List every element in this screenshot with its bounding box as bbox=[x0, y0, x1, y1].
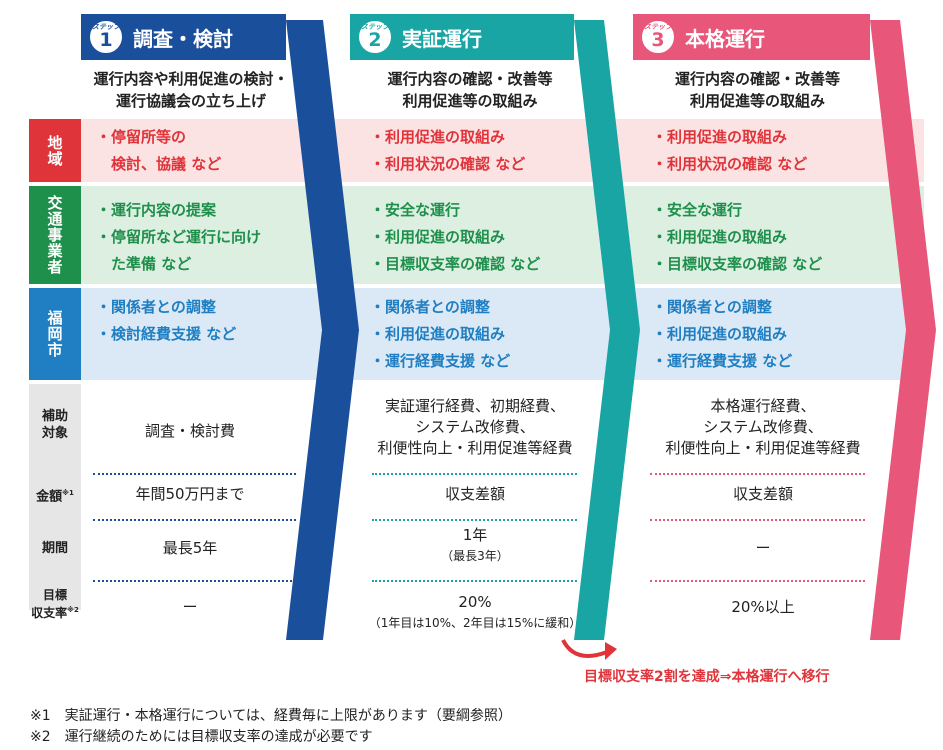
divider bbox=[93, 473, 296, 475]
band-kotsu bbox=[29, 186, 924, 284]
divider bbox=[650, 580, 865, 582]
divider bbox=[650, 519, 865, 521]
step1-title: 調査・検討 bbox=[133, 26, 233, 51]
step2-badge: ステップ 2 bbox=[356, 18, 394, 56]
step-label: ステップ bbox=[361, 23, 389, 31]
step-number: 2 bbox=[368, 29, 382, 51]
band-chiiki bbox=[29, 119, 924, 182]
category-fukuoka: 福岡市 bbox=[29, 288, 81, 380]
step3-title: 本格運行 bbox=[685, 26, 765, 51]
divider bbox=[93, 519, 296, 521]
label-target: 補助対象 bbox=[41, 409, 68, 441]
divider bbox=[372, 473, 577, 475]
ratio-step1: ー bbox=[182, 598, 198, 616]
divider bbox=[372, 580, 577, 582]
kotsu-step1: ・運行内容の提案・停留所など運行に向け た準備 など bbox=[96, 201, 262, 273]
step-number: 1 bbox=[99, 29, 113, 51]
support-label-column bbox=[29, 384, 81, 610]
label-period: 期間 bbox=[41, 541, 68, 556]
period-step1: 最長5年 bbox=[162, 539, 218, 557]
step2-description: 運行内容の確認・改善等利用促進等の取組み bbox=[387, 70, 553, 110]
fukuoka-step2: ・関係者との調整・利用促進の取組み・運行経費支援 など bbox=[370, 298, 511, 370]
category-kotsu: 交通事業者 bbox=[29, 186, 81, 284]
footnote-2: ※2 運行継続のためには目標収支率の達成が必要です bbox=[30, 729, 373, 745]
transition-callout: 目標収支率2割を達成⇒本格運行へ移行 bbox=[584, 669, 830, 685]
label-amount: 金額※1 bbox=[36, 489, 74, 505]
fukuoka-step1: ・関係者との調整・検討経費支援 など bbox=[96, 298, 237, 343]
label-ratio: 目標収支率※2 bbox=[31, 588, 79, 620]
step3-description: 運行内容の確認・改善等利用促進等の取組み bbox=[674, 70, 840, 110]
chiiki-step2: ・利用促進の取組み・利用状況の確認 など bbox=[370, 128, 526, 173]
step3-badge: ステップ 3 bbox=[639, 18, 677, 56]
step2-title: 実証運行 bbox=[402, 26, 482, 51]
step3-chevron bbox=[870, 20, 936, 640]
divider bbox=[650, 473, 865, 475]
chiiki-step1: ・停留所等の 検討、協議 など bbox=[96, 128, 222, 173]
transition-arrow-icon bbox=[561, 639, 617, 660]
footnote-1: ※1 実証運行・本格運行については、経費毎に上限があります（要綱参照） bbox=[30, 708, 512, 724]
amount-step1: 年間50万円まで bbox=[135, 485, 245, 503]
target-step3: 本格運行経費、システム改修費、利便性向上・利用促進等経費 bbox=[665, 397, 861, 457]
step3-header: ステップ 3 本格運行 bbox=[633, 14, 870, 60]
ratio-step2: 20%（1年目は10%、2年目は15%に緩和） bbox=[368, 593, 582, 630]
category-chiiki: 地域 bbox=[29, 119, 81, 182]
step1-header: ステップ 1 調査・検討 bbox=[81, 14, 286, 60]
step1-description: 運行内容や利用促進の検討・運行協議会の立ち上げ bbox=[93, 70, 289, 110]
target-step1: 調査・検討費 bbox=[144, 422, 235, 440]
amount-step2: 収支差額 bbox=[444, 485, 505, 503]
step-label: ステップ bbox=[92, 23, 120, 31]
chiiki-step3: ・利用促進の取組み・利用状況の確認 など bbox=[652, 128, 808, 173]
kotsu-step3: ・安全な運行・利用促進の取組み・目標収支率の確認 など bbox=[652, 201, 823, 273]
step2-chevron bbox=[574, 20, 640, 640]
step-number: 3 bbox=[651, 29, 665, 51]
step-label: ステップ bbox=[644, 23, 672, 31]
band-fukuoka bbox=[29, 288, 924, 380]
period-step2: 1年（最長3年） bbox=[441, 526, 509, 563]
step1-badge: ステップ 1 bbox=[87, 18, 125, 56]
period-step3: ー bbox=[755, 539, 771, 557]
kotsu-step2: ・安全な運行・利用促進の取組み・目標収支率の確認 など bbox=[370, 201, 541, 273]
fukuoka-step3: ・関係者との調整・利用促進の取組み・運行経費支援 など bbox=[652, 298, 793, 370]
divider bbox=[372, 519, 577, 521]
step1-chevron bbox=[286, 20, 359, 640]
target-step2: 実証運行経費、初期経費、システム改修費、利便性向上・利用促進等経費 bbox=[377, 397, 573, 457]
divider bbox=[93, 580, 296, 582]
step2-header: ステップ 2 実証運行 bbox=[350, 14, 574, 60]
ratio-step3: 20%以上 bbox=[731, 598, 795, 616]
amount-step3: 収支差額 bbox=[732, 485, 793, 503]
